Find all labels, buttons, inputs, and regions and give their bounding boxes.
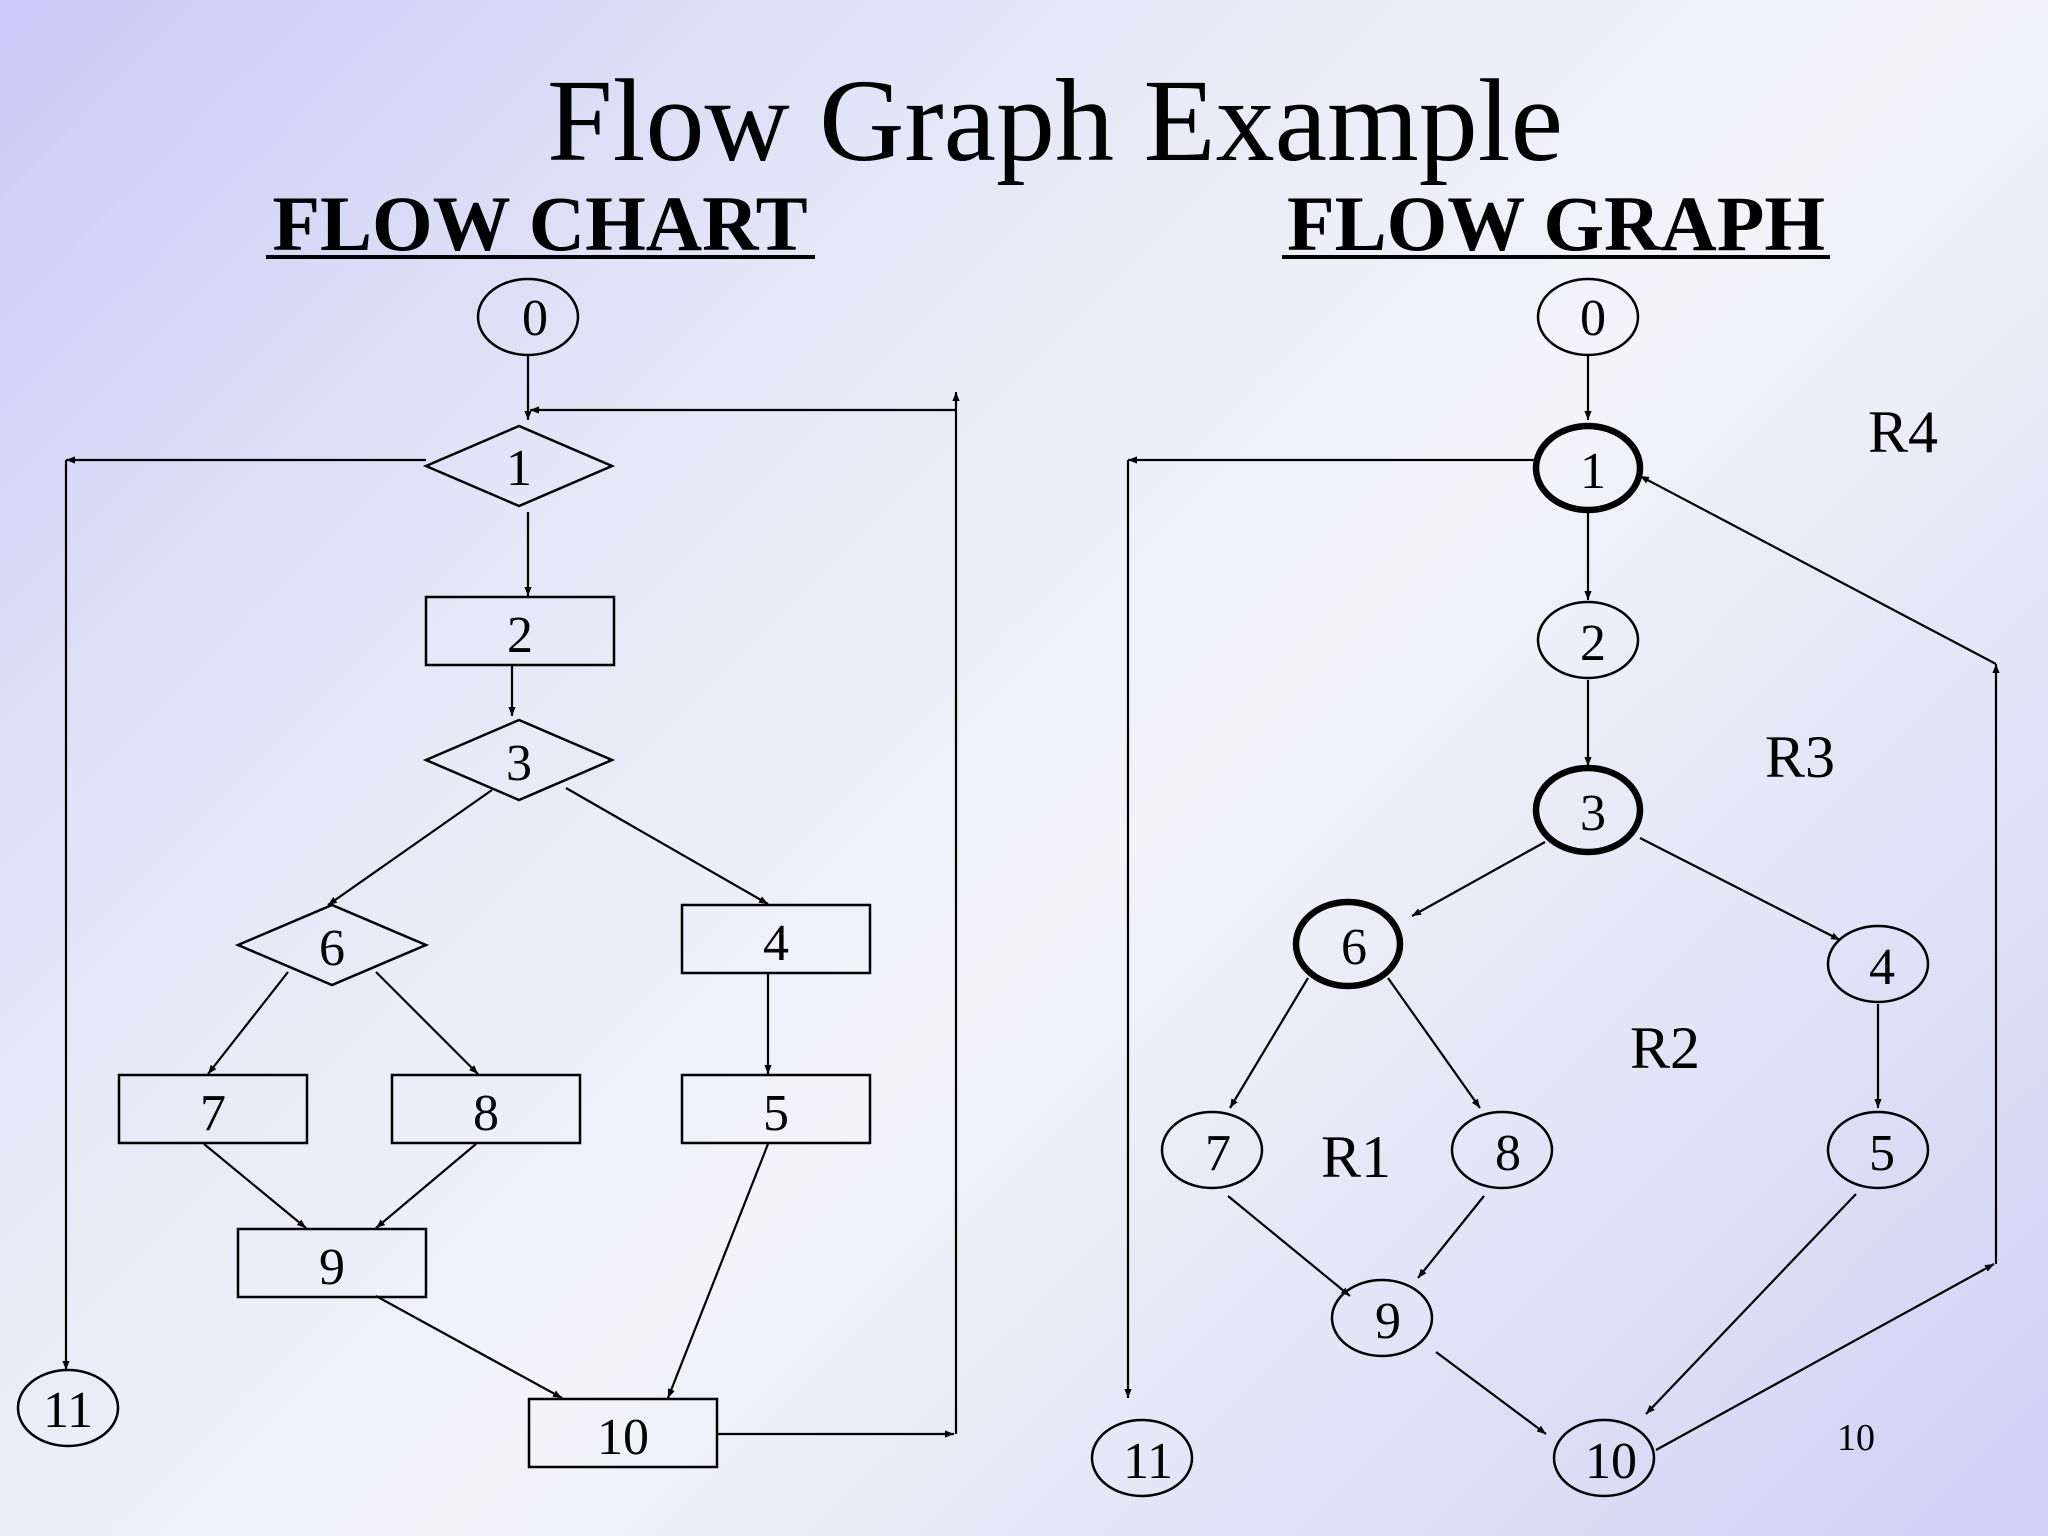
fg-edge-6-7 <box>1229 977 1309 1109</box>
fg-node-2-label: 2 <box>1580 615 1606 672</box>
fg-node-11-label: 11 <box>1123 1433 1173 1490</box>
fc-node-8: 8 <box>390 1073 582 1145</box>
flow-graph: 0 1 2 3 6 4 7 8 <box>1090 277 2000 1498</box>
fc-node-9-label: 9 <box>319 1239 345 1296</box>
fc-node-11: 11 <box>16 1368 120 1448</box>
fc-node-2: 2 <box>424 595 616 667</box>
fc-node-0: 0 <box>476 277 580 357</box>
fc-node-2-label: 2 <box>507 607 533 664</box>
fc-node-11-label: 11 <box>43 1382 93 1439</box>
fg-node-1-label: 1 <box>1580 443 1606 500</box>
fg-node-8: 8 <box>1450 1110 1554 1190</box>
fc-edge-6-7 <box>207 971 289 1075</box>
fc-edge-8-9 <box>375 1143 477 1229</box>
fg-node-11: 11 <box>1090 1418 1194 1498</box>
fc-node-10-label: 10 <box>597 1409 649 1466</box>
fg-edge-7-9 <box>1227 1195 1351 1297</box>
fc-node-1: 1 <box>422 424 616 508</box>
fg-node-10-label: 10 <box>1585 1433 1637 1490</box>
fc-node-4-label: 4 <box>763 915 789 972</box>
fg-node-10: 10 <box>1552 1418 1656 1498</box>
fg-edge-5-10 <box>1645 1193 1857 1415</box>
fg-node-9-label: 9 <box>1375 1293 1401 1350</box>
fg-edge-10-loop-c <box>1639 475 1997 665</box>
fc-node-5: 5 <box>680 1073 872 1145</box>
fc-node-0-label: 0 <box>522 290 548 347</box>
fc-node-3-label: 3 <box>506 735 532 792</box>
fg-edge-9-10 <box>1435 1351 1547 1435</box>
fc-edge-7-9 <box>203 1143 307 1229</box>
region-r1-label: R1 <box>1321 1124 1391 1190</box>
fg-node-8-label: 8 <box>1495 1125 1521 1182</box>
fg-edge-6-8 <box>1387 977 1481 1109</box>
fg-node-0: 0 <box>1536 277 1640 357</box>
region-r4-label: R4 <box>1868 399 1938 465</box>
fc-edge-3-6 <box>327 789 493 906</box>
fg-node-6-label: 6 <box>1341 919 1367 976</box>
fg-edge-8-9 <box>1417 1195 1485 1279</box>
fc-node-1-label: 1 <box>506 440 532 497</box>
page-number: 10 <box>1837 1417 1875 1459</box>
fc-node-5-label: 5 <box>763 1085 789 1142</box>
fg-edge-3-6 <box>1411 841 1546 917</box>
flow-chart: 0 1 2 3 6 4 7 <box>16 277 960 1469</box>
fc-node-3: 3 <box>422 718 616 802</box>
fg-node-4: 4 <box>1826 924 1930 1004</box>
fc-node-6: 6 <box>234 903 430 987</box>
fg-node-0-label: 0 <box>1580 290 1606 347</box>
flow-graph-heading: FLOW GRAPH <box>1287 180 1825 267</box>
fg-node-4-label: 4 <box>1869 939 1895 996</box>
fg-node-5-label: 5 <box>1869 1125 1895 1182</box>
fg-node-7: 7 <box>1160 1110 1264 1190</box>
fc-node-7-label: 7 <box>200 1085 226 1142</box>
fg-node-3-label: 3 <box>1580 785 1606 842</box>
fg-edge-3-4 <box>1639 837 1841 941</box>
fc-node-8-label: 8 <box>473 1085 499 1142</box>
region-r3-label: R3 <box>1765 724 1835 790</box>
fc-edge-3-4 <box>565 787 769 905</box>
fg-node-1: 1 <box>1532 422 1644 514</box>
fc-node-10: 10 <box>527 1397 719 1469</box>
fc-edge-6-8 <box>375 971 479 1075</box>
fc-node-6-label: 6 <box>319 920 345 977</box>
fc-node-9: 9 <box>236 1227 428 1299</box>
fc-node-4: 4 <box>680 903 872 975</box>
fg-edge-10-loop-a <box>1655 1263 1995 1451</box>
flow-chart-edges <box>62 356 960 1438</box>
flow-graph-edges <box>1124 356 2000 1451</box>
fg-node-3: 3 <box>1532 764 1644 856</box>
flow-chart-heading: FLOW CHART <box>272 180 807 267</box>
region-r2-label: R2 <box>1630 1015 1700 1081</box>
fg-node-7-label: 7 <box>1205 1125 1231 1182</box>
fg-node-9: 9 <box>1330 1278 1434 1358</box>
fc-edge-5-10 <box>666 1143 770 1399</box>
fg-node-5: 5 <box>1826 1110 1930 1190</box>
fg-node-6: 6 <box>1292 898 1404 990</box>
fg-node-2: 2 <box>1536 600 1640 680</box>
fc-node-7: 7 <box>117 1073 309 1145</box>
slide-title: Flow Graph Example <box>547 55 1563 186</box>
fc-edge-9-10 <box>375 1295 563 1399</box>
